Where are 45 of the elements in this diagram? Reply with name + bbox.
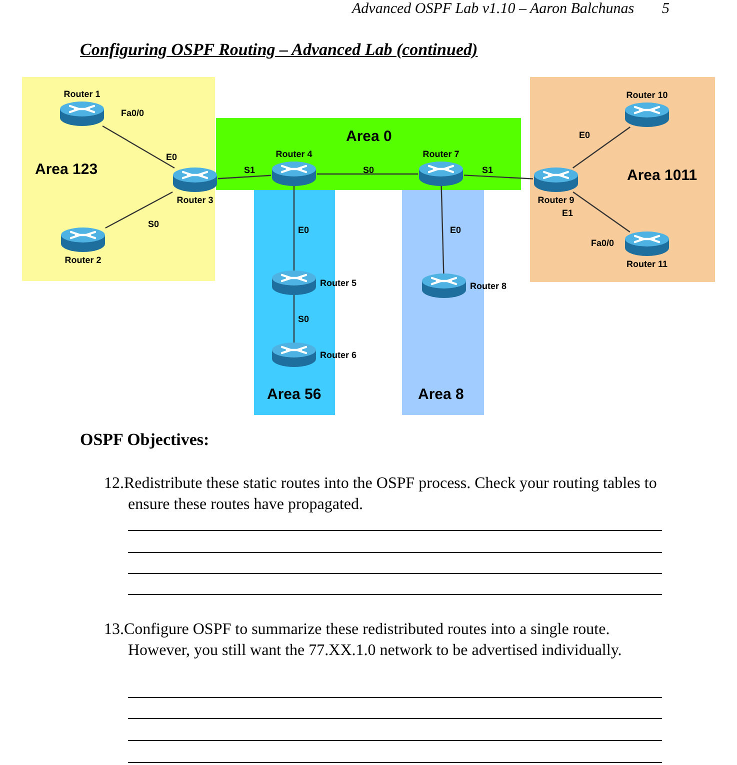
interface-label: E0 [579, 130, 590, 140]
connection-line [105, 191, 173, 229]
connection-line [440, 186, 444, 274]
area-panel [530, 77, 715, 282]
interface-label: E0 [298, 225, 310, 235]
router-label: Router 2 [64, 255, 102, 265]
connection-line [317, 173, 418, 175]
page-number: 5 [662, 1, 670, 18]
page-title: Configuring OSPF Routing – Advanced Lab (continued) [80, 40, 478, 60]
interface-label: S0 [148, 219, 160, 229]
area-label: Area 8 [418, 386, 464, 403]
interface-label: S0 [298, 314, 310, 324]
router-label: Router 7 [422, 149, 460, 159]
area-label: Area 123 [35, 161, 98, 178]
section-heading: OSPF Objectives: [80, 430, 210, 450]
interface-label: E0 [450, 225, 462, 235]
connection-line [293, 295, 295, 343]
connection-line [293, 186, 295, 271]
interface-label: S1 [244, 165, 256, 175]
interface-label: E1 [562, 208, 574, 218]
connection-line [102, 125, 175, 169]
router-label: Router 4 [276, 149, 312, 159]
connection-line [572, 192, 630, 232]
area-label: Area 1011 [627, 167, 698, 184]
router-label: Router 1 [64, 89, 100, 99]
connection-line [572, 126, 631, 168]
router-label: Router 8 [470, 281, 507, 291]
area-label: Area 0 [346, 128, 392, 145]
interface-label: E0 [166, 152, 178, 162]
area-panel [22, 77, 215, 281]
question-text: 12.Redistribute these static routes into the OSPF process. Check your routing tables to ensure these routes have propagated. [104, 474, 658, 515]
interface-label: S1 [482, 165, 494, 175]
router-label: Router 11 [626, 259, 668, 269]
area-label: Area 56 [267, 386, 322, 403]
connection-line [218, 174, 272, 180]
question-text: 13.Configure OSPF to summarize these redistributed routes into a single route. However, you still want the 77.XX.1.0 network to be advertised individually. [104, 620, 623, 661]
interface-label: S0 [363, 165, 374, 175]
router-label: Router 10 [626, 90, 668, 100]
router-label: Router 3 [176, 195, 214, 205]
connection-line [464, 174, 534, 180]
router-label: Router 9 [538, 195, 574, 205]
header-text: Advanced OSPF Lab v1.10 – Aaron Balchunas [352, 1, 634, 18]
interface-label: Fa0/0 [121, 108, 144, 118]
area-panel [216, 118, 521, 190]
interface-label: Fa0/0 [591, 238, 614, 248]
